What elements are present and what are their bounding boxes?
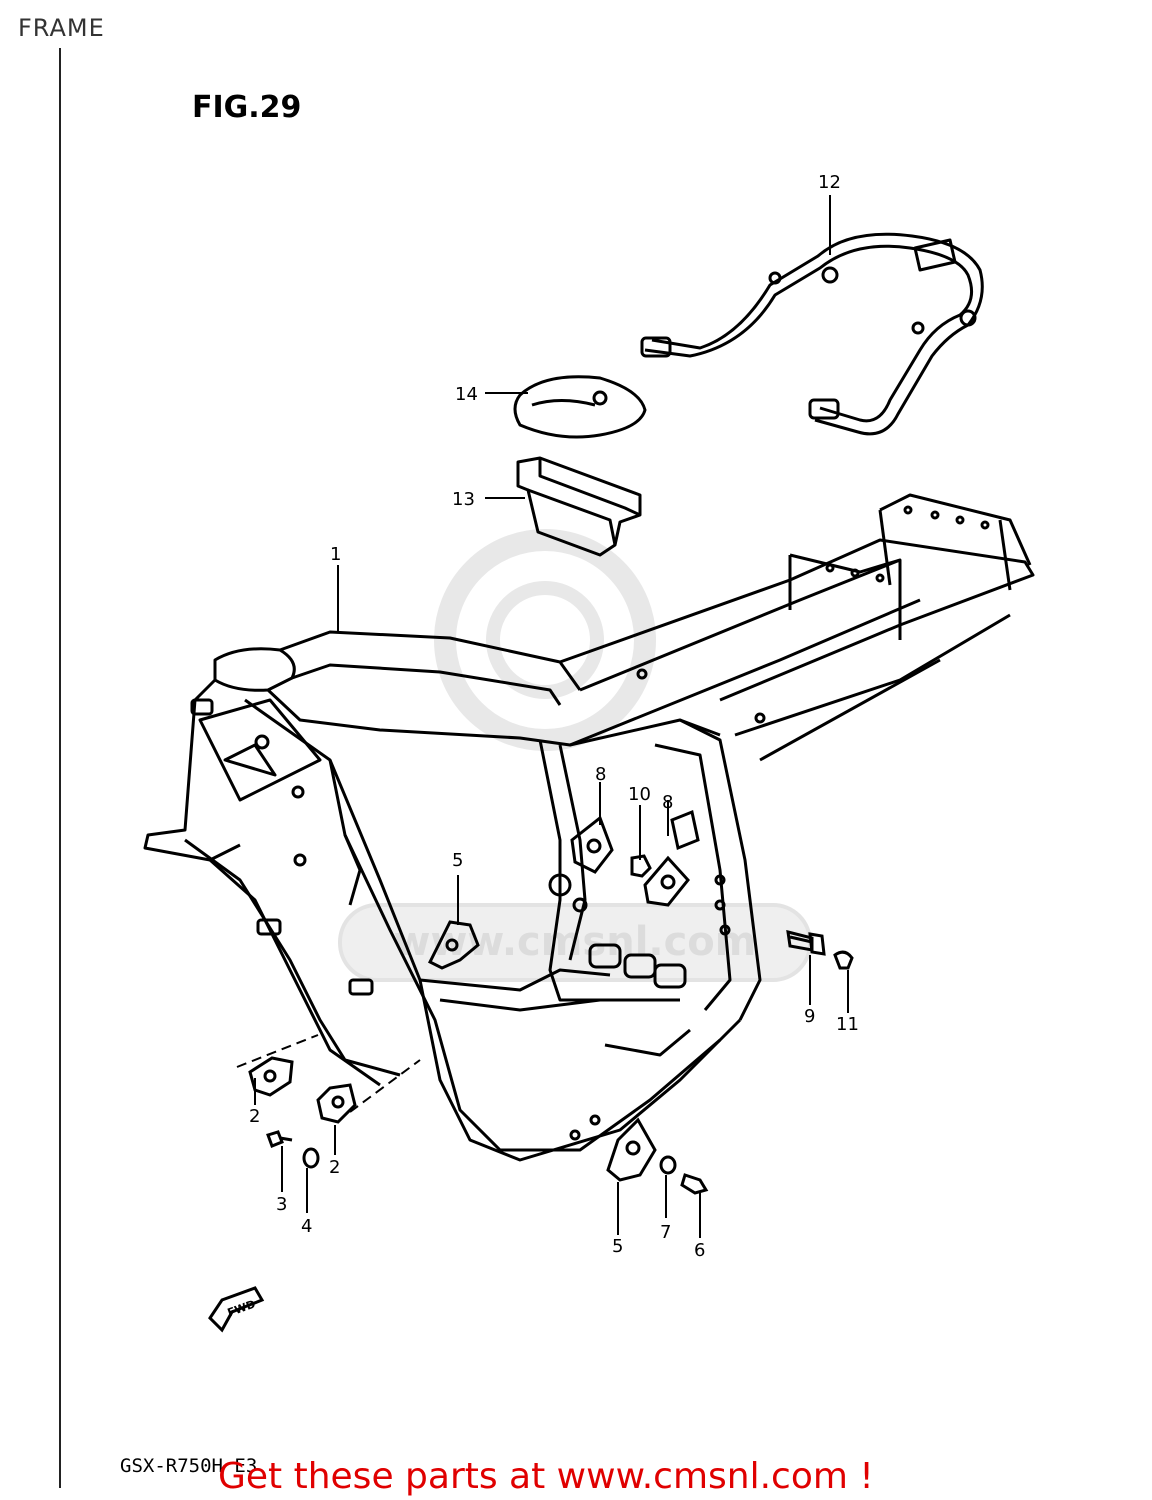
callout-6: 6 bbox=[694, 1240, 705, 1261]
model-code: GSX-R750H E3 bbox=[120, 1455, 258, 1477]
forward-arrow-icon: FWD bbox=[208, 1286, 265, 1333]
callout-labels: 1 12 14 13 8 10 8 5 9 11 2 2 3 4 5 7 6 bbox=[249, 172, 859, 1261]
tool-tray bbox=[516, 456, 642, 557]
callout-14: 14 bbox=[455, 384, 478, 405]
page-title: FRAME bbox=[18, 14, 105, 42]
rear-grab-rail bbox=[640, 232, 984, 436]
callout-11: 11 bbox=[836, 1014, 859, 1035]
callout-8b: 8 bbox=[662, 792, 673, 813]
left-divider bbox=[59, 48, 61, 1488]
callout-10: 10 bbox=[628, 784, 651, 805]
watermark-logo: www.cmsnl.com bbox=[338, 529, 812, 982]
engine-mount-plates bbox=[570, 809, 700, 907]
callout-7: 7 bbox=[660, 1222, 671, 1243]
callout-1: 1 bbox=[330, 544, 341, 565]
callout-2b: 2 bbox=[329, 1157, 340, 1178]
tool-bag bbox=[513, 375, 647, 439]
callout-9: 9 bbox=[804, 1006, 815, 1027]
side-mount-plates bbox=[427, 920, 657, 1182]
leader-lines bbox=[254, 195, 849, 1238]
callout-8a: 8 bbox=[595, 764, 606, 785]
promo-link[interactable]: Get these parts at www.cmsnl.com ! bbox=[218, 1456, 874, 1497]
main-frame bbox=[143, 493, 1035, 1162]
figure-label: FIG.29 bbox=[192, 90, 302, 125]
fasteners bbox=[266, 1130, 709, 1195]
callout-5a: 5 bbox=[452, 850, 463, 871]
callout-5b: 5 bbox=[612, 1236, 623, 1257]
callout-13: 13 bbox=[452, 489, 475, 510]
callout-4: 4 bbox=[301, 1216, 312, 1237]
callout-3: 3 bbox=[276, 1194, 287, 1215]
callout-12: 12 bbox=[818, 172, 841, 193]
nut-part bbox=[630, 854, 652, 878]
bolt-and-clip bbox=[786, 930, 854, 970]
callout-2a: 2 bbox=[249, 1106, 260, 1127]
